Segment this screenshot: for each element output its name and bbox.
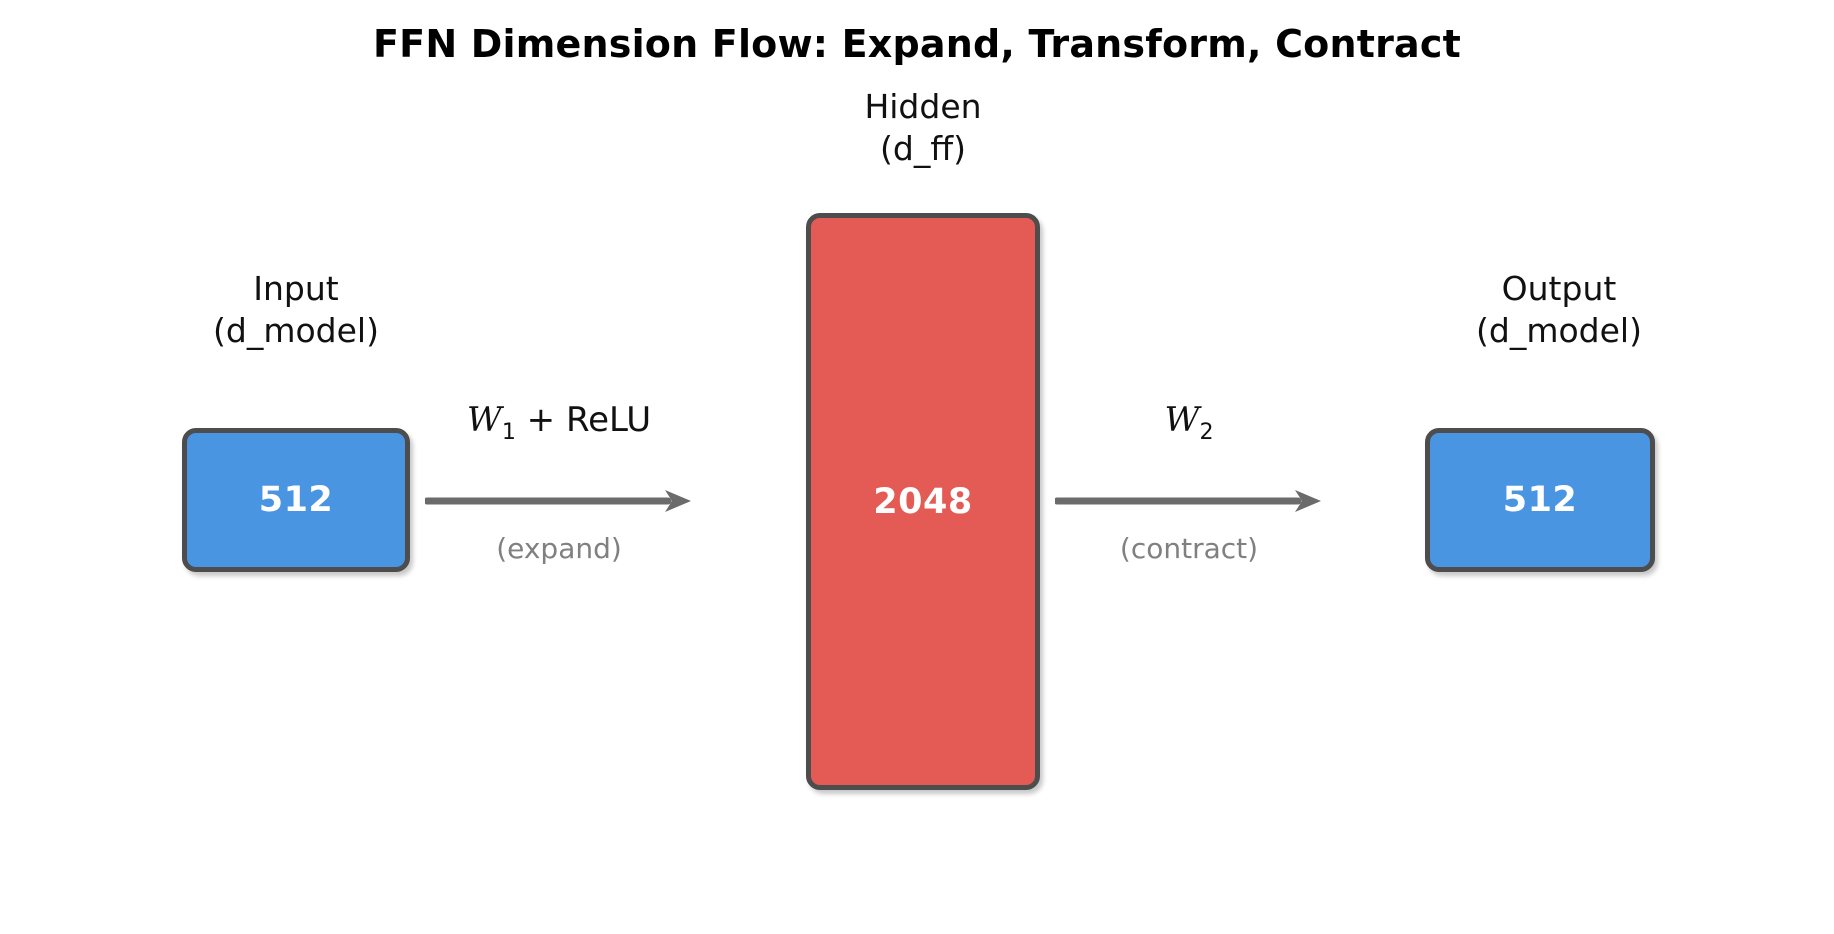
page-title: FFN Dimension Flow: Expand, Transform, C…	[373, 22, 1461, 66]
node-hidden-value: 2048	[873, 481, 973, 522]
node-hidden-box[interactable]: 2048	[806, 213, 1040, 790]
node-input-label: Input(d_model)	[132, 268, 460, 352]
node-input-box[interactable]: 512	[182, 428, 410, 572]
node-input-label-line2: (d_model)	[213, 311, 379, 351]
edge-expand-weight-subscript: 1	[501, 418, 516, 445]
node-input-value: 512	[258, 480, 334, 520]
edge-contract-weight-symbol: W	[1164, 400, 1200, 440]
edge-contract-note: (contract)	[1119, 532, 1259, 565]
edge-contract-weight-label: W2	[1055, 400, 1323, 445]
node-output-label-line1: Output	[1501, 269, 1617, 308]
edge-expand-weight-suffix: + ReLU	[515, 400, 652, 440]
edge-contract-weight-subscript: 2	[1199, 418, 1214, 445]
node-output-label-line2: (d_model)	[1476, 311, 1642, 351]
edge-expand-weight-symbol: W	[466, 400, 502, 440]
edge-expand-note: (expand)	[496, 532, 622, 565]
node-hidden-label: Hidden(d_ff)	[806, 86, 1040, 170]
node-output-value: 512	[1502, 480, 1578, 520]
node-output-label: Output(d_model)	[1395, 268, 1723, 352]
node-output-box[interactable]: 512	[1425, 428, 1655, 572]
edge-expand-weight-label: W1 + ReLU	[425, 400, 693, 445]
edge-expand-arrow-icon	[425, 490, 691, 512]
edge-contract-arrow-icon	[1055, 490, 1321, 512]
node-input-label-line1: Input	[253, 269, 339, 308]
node-hidden-label-line2: (d_ff)	[880, 129, 966, 169]
node-hidden-label-line1: Hidden	[864, 87, 982, 126]
